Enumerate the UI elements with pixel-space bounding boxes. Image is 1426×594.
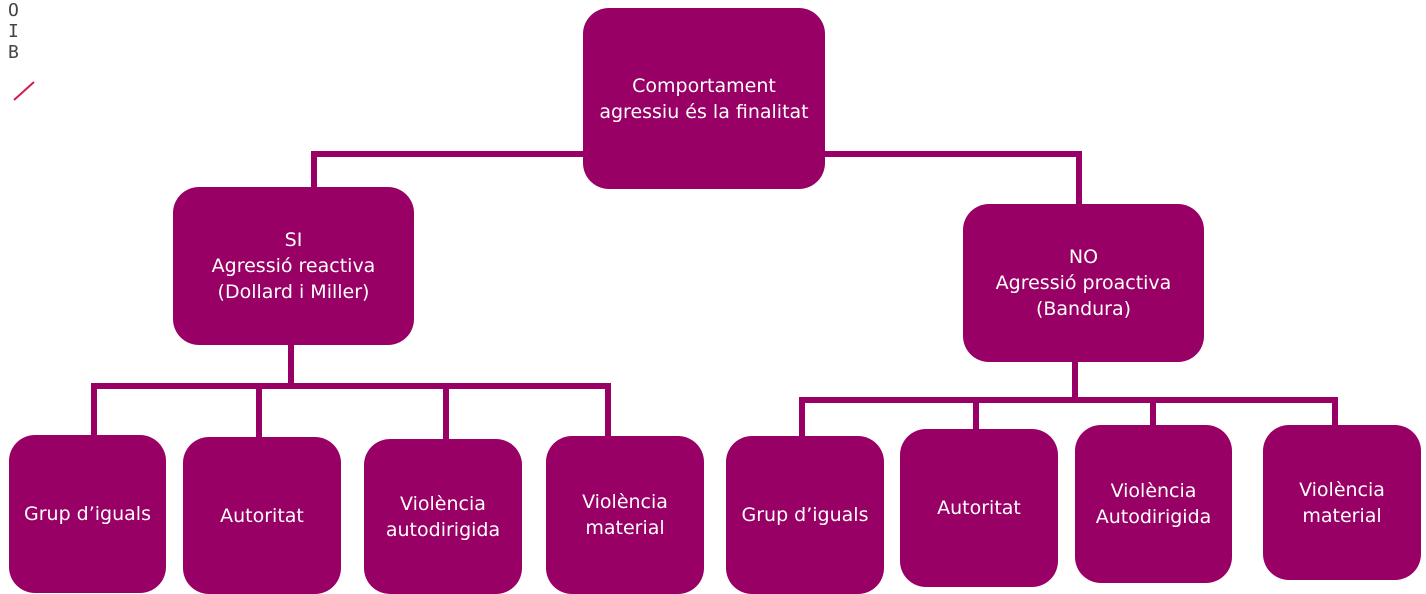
si-child-violencia-material: Violència material xyxy=(546,436,704,594)
no-child-violencia-autodirigida: Violència Autodirigida xyxy=(1075,425,1232,583)
no-child-4-line-1: Violència xyxy=(1299,478,1385,501)
no-child-4-line-2: material xyxy=(1302,504,1382,527)
si-child-4-line-2: material xyxy=(585,517,665,539)
si-child-2-line-1: Autoritat xyxy=(220,504,304,527)
no-child-grup-iguals: Grup d’iguals xyxy=(726,436,884,594)
root-line-1: Comportament xyxy=(632,74,776,97)
no-child-3-line-2: Autodirigida xyxy=(1095,506,1212,528)
si-child-1-line-1: Grup d’iguals xyxy=(24,503,151,525)
logo-letter-b: B xyxy=(8,42,19,63)
branch-si-line-2: Agressió reactiva xyxy=(211,255,376,277)
no-child-violencia-material: Violència material xyxy=(1263,425,1421,580)
no-child-1-line-1: Grup d’iguals xyxy=(741,504,869,526)
branch-si-line-3: (Dollard i Miller) xyxy=(217,281,370,303)
si-child-violencia-autodirigida: Violència autodirigida xyxy=(364,439,522,594)
branch-no-line-2: Agressió proactiva xyxy=(995,272,1172,294)
si-child-grup-iguals: Grup d’iguals xyxy=(9,435,166,593)
root-line-2: agressiu és la finalitat xyxy=(599,100,809,123)
si-child-3-line-1: Violència xyxy=(400,492,486,515)
branch-si-node: SI Agressió reactiva (Dollard i Miller) xyxy=(173,187,414,345)
si-child-autoritat: Autoritat xyxy=(183,437,341,594)
root-node: Comportament agressiu és la finalitat xyxy=(583,8,825,189)
logo-letter-o: O xyxy=(8,0,19,21)
oib-logo: O I B xyxy=(8,0,38,63)
no-child-autoritat: Autoritat xyxy=(900,429,1058,587)
branch-no-line-1: NO xyxy=(1068,246,1099,268)
si-child-3-line-2: autodirigida xyxy=(385,518,501,541)
si-child-4-line-1: Violència xyxy=(582,491,668,513)
branch-no-line-3: (Bandura) xyxy=(1035,298,1132,320)
no-child-3-line-1: Violència xyxy=(1110,480,1197,502)
logo-letter-i: I xyxy=(8,21,19,42)
logo-slash-icon xyxy=(13,81,35,101)
no-child-2-line-1: Autoritat xyxy=(937,497,1021,519)
branch-si-line-1: SI xyxy=(284,229,303,251)
branch-no-node: NO Agressió proactiva (Bandura) xyxy=(963,204,1204,362)
